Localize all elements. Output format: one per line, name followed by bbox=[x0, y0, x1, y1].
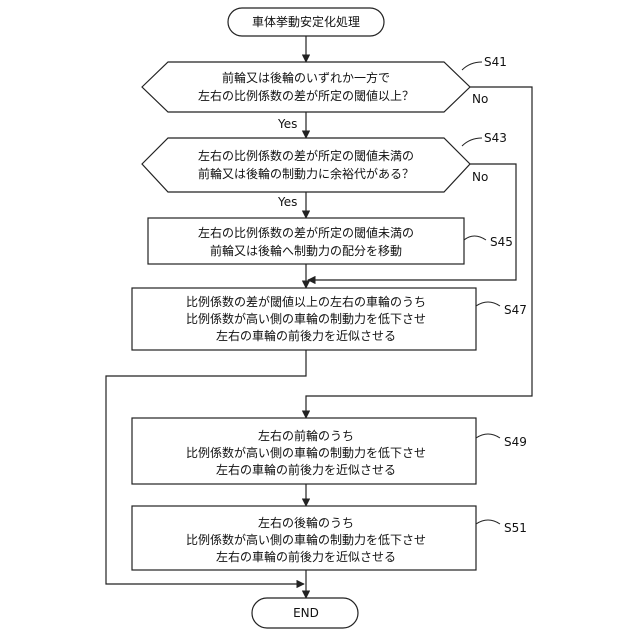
decision-s43-shape bbox=[142, 138, 470, 192]
s45-step-label: S45 bbox=[490, 235, 513, 249]
process-s47-line-3: 左右の車輪の前後力を近似させる bbox=[216, 328, 396, 343]
decision-s41-line-2: 左右の比例係数の差が所定の閾値以上？ bbox=[198, 88, 414, 103]
process-s51-line-2: 比例係数が高い側の車輪の制動力を低下させ bbox=[186, 532, 426, 547]
s41-leader bbox=[462, 62, 482, 70]
s47-step-label: S47 bbox=[504, 303, 527, 317]
decision-s41: 前輪又は後輪のいずれか一方で 左右の比例係数の差が所定の閾値以上？ S41 No… bbox=[142, 55, 507, 131]
process-s47-line-2: 比例係数が高い側の車輪の制動力を低下させ bbox=[186, 311, 426, 326]
decision-s41-shape bbox=[142, 62, 470, 112]
s49-leader bbox=[476, 434, 500, 438]
s43-no-label: No bbox=[472, 170, 488, 184]
s51-step-label: S51 bbox=[504, 521, 527, 535]
process-s49-line-3: 左右の車輪の前後力を近似させる bbox=[216, 462, 396, 477]
decision-s41-line-1: 前輪又は後輪のいずれか一方で bbox=[222, 70, 390, 85]
process-s45-line-1: 左右の比例係数の差が所定の閾値未満の bbox=[198, 225, 414, 240]
decision-s43-line-2: 前輪又は後輪の制動力に余裕代がある？ bbox=[198, 166, 414, 181]
process-s51: 左右の後輪のうち 比例係数が高い側の車輪の制動力を低下させ 左右の車輪の前後力を… bbox=[132, 506, 527, 570]
process-s49-line-2: 比例係数が高い側の車輪の制動力を低下させ bbox=[186, 445, 426, 460]
start-terminal: 車体挙動安定化処理 bbox=[228, 8, 384, 36]
s51-leader bbox=[476, 520, 500, 524]
process-s47: 比例係数の差が閾値以上の左右の車輪のうち 比例係数が高い側の車輪の制動力を低下さ… bbox=[132, 288, 527, 350]
end-terminal: END bbox=[252, 598, 358, 628]
s41-yes-label: Yes bbox=[277, 117, 297, 131]
decision-s43: 左右の比例係数の差が所定の閾値未満の 前輪又は後輪の制動力に余裕代がある？ S4… bbox=[142, 131, 507, 209]
decision-s43-line-1: 左右の比例係数の差が所定の閾値未満の bbox=[198, 148, 414, 163]
process-s47-line-1: 比例係数の差が閾値以上の左右の車輪のうち bbox=[186, 294, 426, 309]
s43-yes-label: Yes bbox=[277, 195, 297, 209]
process-s49-line-1: 左右の前輪のうち bbox=[258, 428, 354, 443]
s41-no-label: No bbox=[472, 92, 488, 106]
process-s45-line-2: 前輪又は後輪へ制動力の配分を移動 bbox=[210, 243, 402, 258]
start-label: 車体挙動安定化処理 bbox=[252, 14, 360, 29]
s49-step-label: S49 bbox=[504, 435, 527, 449]
end-label: END bbox=[293, 606, 319, 620]
process-s51-line-1: 左右の後輪のうち bbox=[258, 515, 354, 530]
s45-leader bbox=[464, 236, 486, 240]
process-s51-line-3: 左右の車輪の前後力を近似させる bbox=[216, 549, 396, 564]
s43-step-label: S43 bbox=[484, 131, 507, 145]
process-s49: 左右の前輪のうち 比例係数が高い側の車輪の制動力を低下させ 左右の車輪の前後力を… bbox=[132, 418, 527, 484]
s47-leader bbox=[476, 302, 500, 306]
process-s45: 左右の比例係数の差が所定の閾値未満の 前輪又は後輪へ制動力の配分を移動 S45 bbox=[148, 218, 513, 264]
s43-leader bbox=[462, 138, 482, 146]
s41-step-label: S41 bbox=[484, 55, 507, 69]
